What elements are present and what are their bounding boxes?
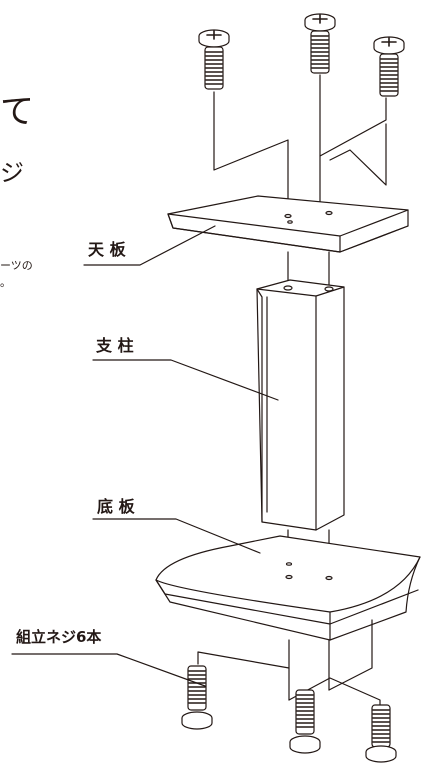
top-screw-left [198, 29, 230, 90]
base-plate-label: 底 板 [97, 497, 135, 516]
note-line-1: ーツの [0, 259, 33, 272]
base-plate-leader [92, 518, 261, 554]
top-plate-label: 天 板 [88, 240, 126, 259]
screws-leader [11, 653, 206, 687]
screws-label: 組立ネジ6本 [16, 628, 102, 646]
bottom-screw-right [365, 704, 397, 763]
top-plate [167, 195, 409, 253]
base-plate [155, 535, 421, 641]
top-plate-leader [83, 225, 216, 266]
post-leader [92, 359, 279, 401]
post-label: 支 柱 [96, 336, 134, 355]
instruction-title-fragment: て [0, 92, 34, 132]
note-line-2: 。 [0, 276, 11, 289]
bottom-screw-middle [289, 689, 321, 754]
bottom-screw-left [181, 665, 213, 730]
top-screw-right [373, 36, 405, 97]
instruction-note-fragment: ーツの 。 [0, 257, 33, 291]
instruction-subtitle-fragment: ジ [0, 159, 24, 187]
top-screw-middle [304, 13, 336, 74]
post [256, 279, 345, 531]
